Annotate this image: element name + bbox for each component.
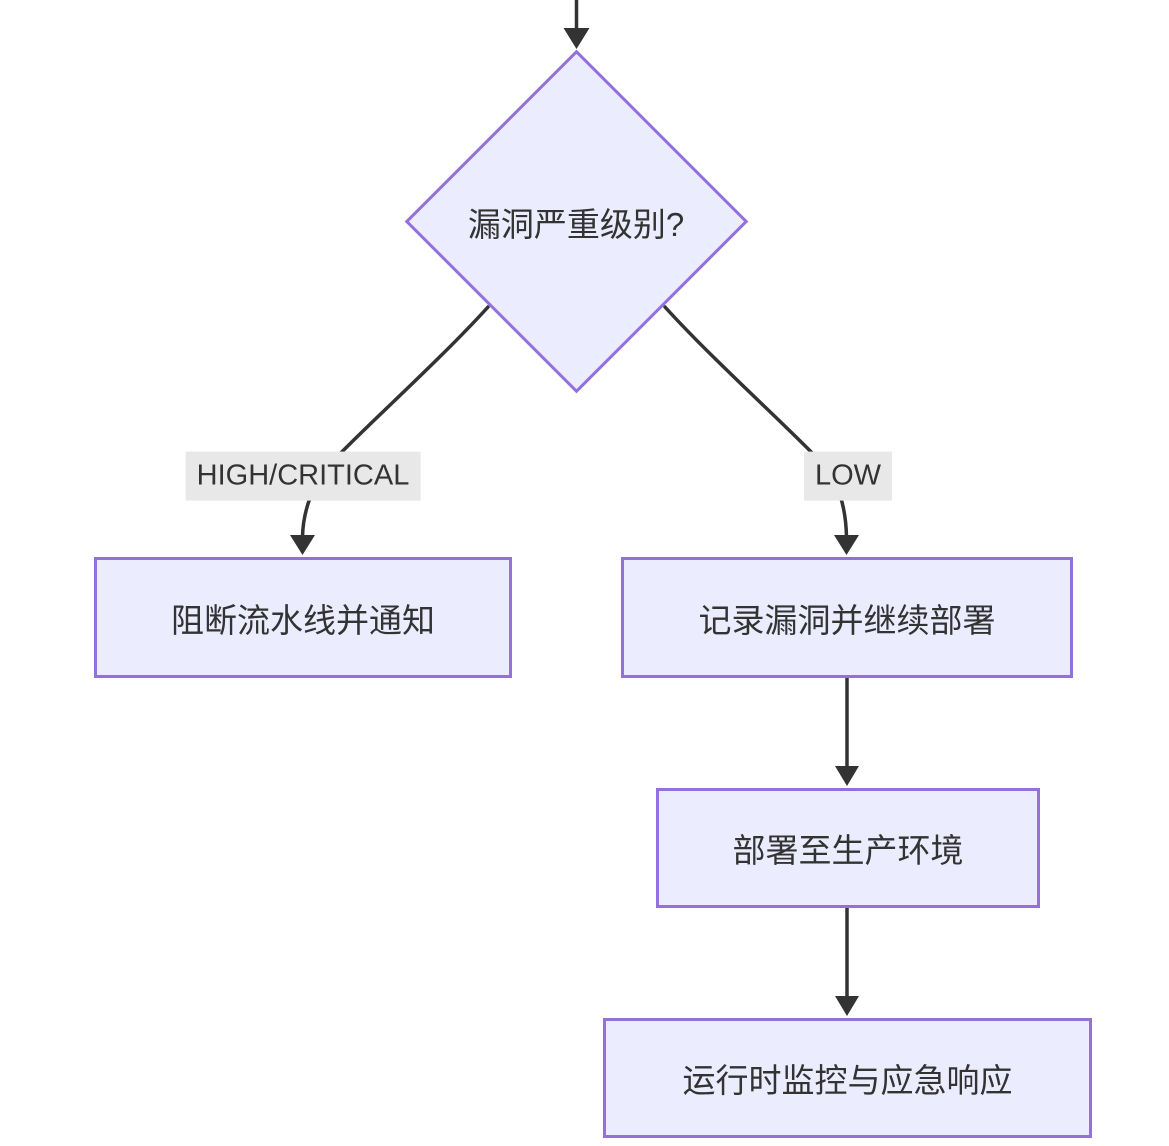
node-decision-label: 漏洞严重级别?: [467, 206, 685, 243]
edge-label-low: LOW: [803, 451, 893, 501]
arrowhead-icon: [835, 996, 859, 1016]
arrowhead-icon: [290, 535, 315, 555]
arrowhead-icon: [835, 766, 859, 786]
arrowhead-icon: [834, 535, 859, 555]
node-runtime-monitoring: 运行时监控与应急响应: [603, 1018, 1092, 1138]
edge-label-high-critical: HIGH/CRITICAL: [185, 451, 421, 501]
edge-decision-to-record: [663, 305, 859, 555]
node-block-pipeline: 阻断流水线并通知: [94, 557, 512, 678]
node-deploy-production: 部署至生产环境: [656, 788, 1040, 908]
edge-incoming-to-decision: [563, 0, 590, 49]
edge-record-to-deploy: [835, 676, 859, 786]
edge-decision-to-block: [290, 305, 490, 555]
edge-deploy-to-monitor: [835, 906, 859, 1016]
node-record-vulnerability: 记录漏洞并继续部署: [621, 557, 1073, 678]
edge-line: [663, 305, 849, 539]
arrowhead-icon: [563, 28, 590, 49]
edge-line: [300, 305, 490, 539]
